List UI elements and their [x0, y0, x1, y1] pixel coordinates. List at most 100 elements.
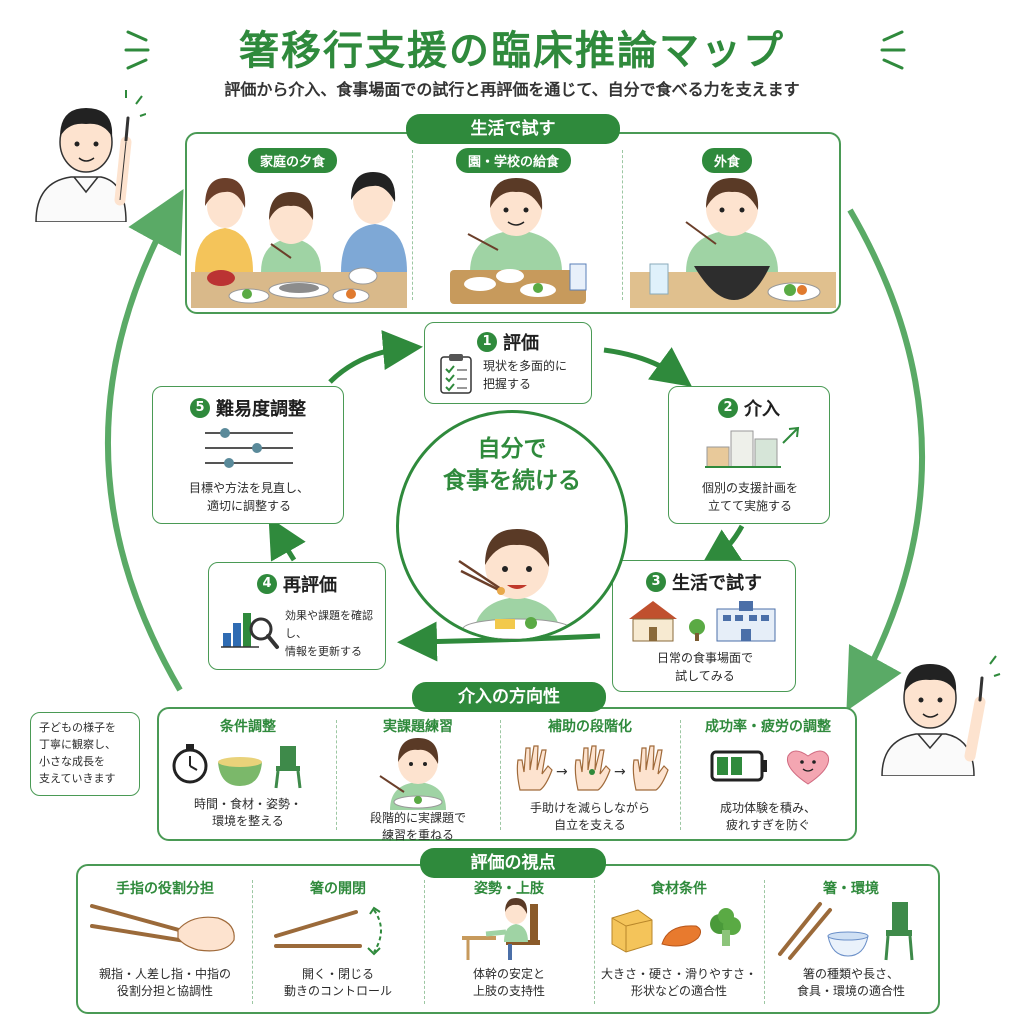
viewpoint-text-line: 大きさ・硬さ・滑りやすさ・ — [600, 967, 757, 981]
step-text-line: 現状を多面的に — [483, 359, 568, 373]
clipboard-icon — [440, 354, 472, 394]
house-school-icon — [629, 601, 776, 642]
rising-bars-icon — [705, 426, 800, 468]
step-number: 3 — [646, 572, 666, 592]
hand-assist-steps-icon: → → — [516, 745, 669, 791]
cycle-step-evaluation: 1 評価 現状を多面的に 把握する — [424, 322, 592, 404]
direction-title: 条件調整 — [220, 719, 276, 735]
step-text-line: 個別の支援計画を — [701, 481, 798, 495]
step-number: 4 — [257, 574, 277, 594]
home-dinner-illustration — [191, 172, 407, 308]
step-title: 評価 — [503, 333, 539, 354]
chopsticks-open-close-icon — [274, 906, 382, 956]
viewpoint-text-line: 動きのコントロール — [283, 984, 392, 998]
direction-text: 時間・食材・姿勢・ 環境を整える — [166, 796, 330, 830]
step-text-line: 効果や課題を確認し、 — [285, 609, 373, 640]
divider — [680, 720, 681, 830]
direction-text-line: 時間・食材・姿勢・ — [193, 797, 302, 811]
viewpoint-text-line: 親指・人差し指・中指の — [98, 967, 231, 981]
bubble-line: 小さな成長を — [39, 755, 105, 768]
viewpoint-title: 手指の役割分担 — [116, 881, 214, 897]
svg-text:→: → — [614, 764, 626, 780]
bubble-line: 子どもの様子を — [39, 721, 116, 734]
title-deco-left — [124, 30, 150, 70]
viewpoint-text-line: 上肢の支持性 — [472, 984, 545, 998]
food-items-icon — [611, 908, 741, 953]
clock-bowl-chair-icon — [172, 744, 302, 789]
step-title: 介入 — [744, 399, 780, 420]
viewpoint-text: 親指・人差し指・中指の 役割分担と協調性 — [82, 966, 248, 1000]
viewpoint-text: 大きさ・硬さ・滑りやすさ・ 形状などの適合性 — [598, 966, 760, 1000]
cycle-step-reevaluation: 4 再評価 効果や課題を確認し、 情報を更新する — [208, 562, 386, 670]
viewpoint-text-line: 体幹の安定と — [472, 967, 545, 981]
direction-text-line: 環境を整える — [212, 814, 284, 828]
observation-speech-bubble: 子どもの様子を 丁寧に観察し、 小さな成長を 支えていきます — [30, 712, 140, 796]
svg-text:→: → — [556, 764, 568, 780]
divider — [594, 880, 595, 1004]
divider — [412, 150, 413, 300]
divider — [424, 880, 425, 1004]
direction-text: 段階的に実課題で 練習を重ねる — [340, 810, 496, 844]
step-title: 再評価 — [283, 575, 337, 596]
step-number: 1 — [477, 332, 497, 352]
step-text-line: 試してみる — [675, 669, 735, 683]
bubble-line: 支えていきます — [39, 772, 116, 785]
page-subtitle: 評価から介入、食事場面での試行と再評価を通じて、自分で食べる力を支えます — [224, 80, 800, 99]
direction-text-line: 自立を支える — [554, 818, 626, 832]
direction-text-line: 練習を重ねる — [381, 828, 454, 842]
child-eating-illustration — [458, 529, 572, 639]
direction-title: 成功率・疲労の調整 — [705, 719, 831, 735]
divider — [252, 880, 253, 1004]
divider — [764, 880, 765, 1004]
viewpoint-text: 開く・閉じる 動きのコントロール — [256, 966, 420, 1000]
direction-title: 補助の段階化 — [548, 719, 632, 735]
step-text-line: 適切に調整する — [206, 499, 291, 513]
child-practice-icon — [379, 738, 446, 810]
step-number: 2 — [718, 398, 738, 418]
direction-text: 成功体験を積み、 疲れすぎを防ぐ — [684, 800, 852, 834]
direction-text-line: 段階的に実課題で — [369, 811, 466, 825]
viewpoint-text-line: 箸の種類や長さ、 — [802, 967, 899, 981]
title-deco-right — [880, 30, 906, 70]
viewpoint-title: 箸・環境 — [823, 881, 879, 897]
viewpoint-text-line: 食具・環境の適合性 — [796, 984, 905, 998]
step-text-line: 情報を更新する — [285, 645, 362, 658]
viewpoint-title: 姿勢・上肢 — [474, 881, 544, 897]
bubble-line: 丁寧に観察し、 — [39, 738, 116, 751]
slider-adjust-icon — [205, 428, 293, 468]
cycle-step-intervention: 2 介入 個別の支援計画を 立てて実施する — [668, 386, 830, 524]
life-trial-label: 生活で試す — [406, 114, 620, 144]
center-line-2: 食事を続ける — [443, 468, 581, 494]
hand-chopsticks-icon — [90, 904, 235, 952]
center-goal-circle: 自分で 食事を続ける — [396, 410, 628, 642]
direction-label: 介入の方向性 — [412, 682, 606, 712]
step-title: 生活で試す — [672, 573, 762, 594]
step-text-line: 立てて実施する — [707, 499, 792, 513]
viewpoint-text: 箸の種類や長さ、 食具・環境の適合性 — [768, 966, 934, 1000]
page-title: 箸移行支援の臨床推論マップ — [239, 28, 785, 74]
restaurant-illustration — [630, 178, 836, 308]
divider — [336, 720, 337, 830]
viewpoint-text-line: 開く・閉じる — [301, 967, 374, 981]
divider — [622, 150, 623, 300]
step-text-line: 日常の食事場面で — [656, 651, 753, 665]
direction-text: 手助けを減らしながら 自立を支える — [504, 800, 676, 834]
step-title: 難易度調整 — [216, 399, 306, 420]
direction-title: 実課題練習 — [383, 719, 453, 735]
chopsticks-bowl-chair-icon — [778, 902, 914, 961]
cycle-step-difficulty: 5 難易度調整 目標や方法を見直し、 適切に調整する — [152, 386, 344, 524]
viewpoint-text-line: 形状などの適合性 — [630, 984, 727, 998]
battery-heart-icon — [710, 750, 830, 785]
step-number: 5 — [190, 398, 210, 418]
viewpoint-text-line: 役割分担と協調性 — [116, 984, 213, 998]
posture-child-icon — [462, 898, 540, 960]
viewpoint-text: 体幹の安定と 上肢の支持性 — [428, 966, 590, 1000]
scene-label-home: 家庭の夕食 — [248, 148, 338, 173]
viewpoint-title: 箸の開閉 — [310, 881, 366, 897]
therapist-illustration-top — [35, 90, 146, 222]
viewpoint-title: 食材条件 — [651, 881, 707, 897]
direction-text-line: 成功体験を積み、 — [719, 801, 816, 815]
viewpoint-label: 評価の視点 — [420, 848, 606, 878]
cycle-step-life-trial: 3 生活で試す 日常の食事場面で 試してみる — [612, 560, 796, 692]
